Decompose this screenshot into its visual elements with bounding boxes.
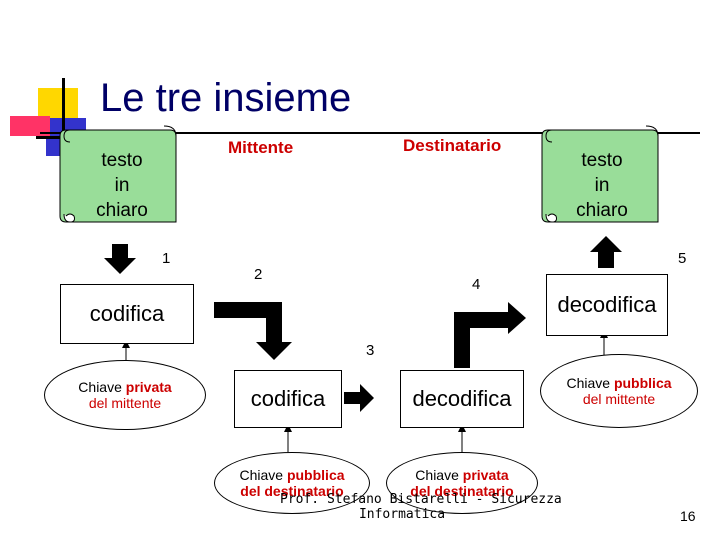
scroll-left-line-3: chiaro: [96, 200, 148, 221]
scroll-icon: [541, 125, 659, 223]
receiver-key-line-2: del mittente: [582, 391, 656, 407]
receiver-public-key-ellipse: Chiave pubblica del mittente: [540, 354, 698, 428]
decor-vertical-line: [62, 78, 65, 166]
scroll-icon: [59, 125, 177, 223]
middle-encode-key-type: pubblica: [286, 467, 345, 483]
scroll-right-line-3: chiaro: [576, 200, 628, 221]
step-4: 4: [472, 276, 481, 293]
sender-key-type: privata: [125, 379, 172, 395]
decor-red-bar: [10, 116, 50, 136]
receiver-label: Destinatario: [403, 136, 502, 155]
scroll-left-line-1: testo: [101, 150, 143, 171]
middle-encode-box: codifica: [234, 370, 342, 428]
middle-decode-key-line-1: Chiave privata: [415, 467, 509, 483]
footer-line-2: Informatica: [358, 507, 446, 522]
page-number: 16: [680, 508, 696, 524]
plaintext-scroll-right: [540, 124, 660, 233]
arrow-right-icon: [344, 384, 374, 412]
arrow-up-icon: [590, 236, 622, 268]
step-1: 1: [162, 250, 171, 267]
middle-encode-key-line-2: del destinatario: [240, 483, 344, 499]
step-2: 2: [254, 266, 263, 283]
middle-decode-key-line-2: del destinatario: [410, 483, 514, 499]
slide-title: Le tre insieme: [100, 76, 352, 120]
step-5: 5: [678, 250, 687, 267]
scroll-right-text: testo in chiaro: [542, 148, 662, 223]
bent-arrow-down-icon: [214, 302, 292, 360]
scroll-left-line-2: in: [114, 175, 130, 196]
receiver-key-type: pubblica: [613, 375, 672, 391]
arrow-down-icon: [104, 244, 136, 274]
receiver-public-key-ellipse-middle: Chiave pubblica del destinatario: [214, 452, 370, 514]
middle-encode-key-line-1: Chiave pubblica: [239, 467, 345, 483]
middle-decode-box: decodifica: [400, 370, 524, 428]
plaintext-scroll-left: [58, 124, 178, 233]
sender-label: Mittente: [228, 138, 294, 157]
scroll-right-line-2: in: [594, 175, 610, 196]
receiver-key-line-1: Chiave pubblica: [566, 375, 672, 391]
receiver-private-key-ellipse-middle: Chiave privata del destinatario: [386, 452, 538, 514]
sender-private-key-ellipse: Chiave privata del mittente: [44, 360, 206, 430]
bent-arrow-right-icon: [454, 302, 526, 368]
receiver-decode-box: decodifica: [546, 274, 668, 336]
sender-encode-box: codifica: [60, 284, 194, 344]
step-3: 3: [366, 342, 375, 359]
footer-line-1: Prof. Stefano Bistarelli - Sicurezza: [280, 492, 562, 507]
scroll-left-text: testo in chiaro: [62, 148, 182, 223]
sender-key-line-1: Chiave privata: [78, 379, 172, 395]
middle-decode-key-type: privata: [462, 467, 509, 483]
title-underline: [40, 132, 700, 134]
scroll-right-line-1: testo: [581, 150, 623, 171]
sender-key-line-2: del mittente: [88, 395, 162, 411]
slide-footer: Prof. Stefano Bistarelli - Sicurezza Inf…: [280, 492, 562, 522]
